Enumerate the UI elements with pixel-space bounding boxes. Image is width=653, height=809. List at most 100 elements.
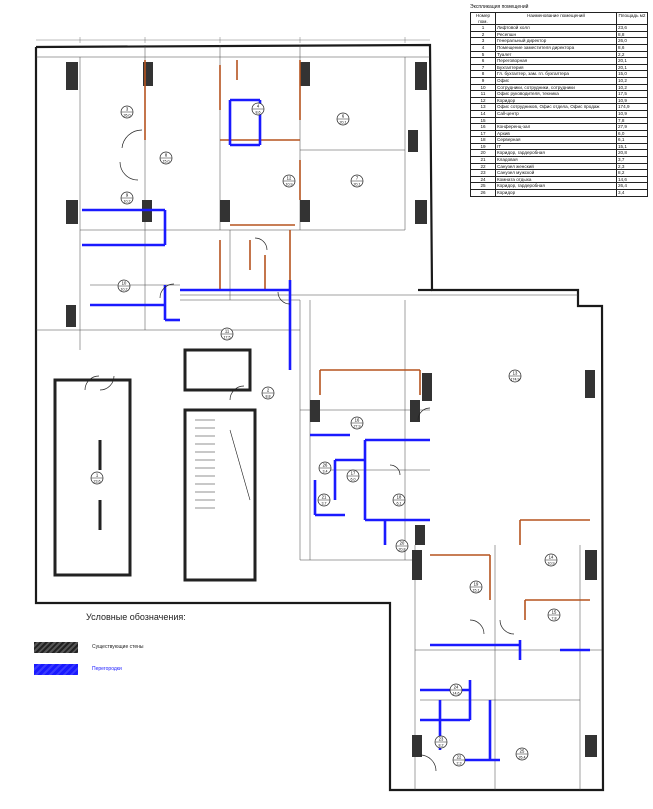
room-name: Бухгалтерия: [495, 63, 617, 72]
partition-label: Перегородки: [92, 666, 122, 672]
existing-walls: [144, 60, 590, 620]
room-area: 8,2: [616, 169, 648, 177]
room-marker-area: 14,6: [453, 691, 460, 695]
room-marker-area: 20,1: [354, 182, 361, 186]
room-name: Лифтовой холл: [495, 24, 617, 32]
wall-swatch: [34, 641, 78, 653]
plan-legend: Условные обозначения: Существующие стены…: [34, 612, 186, 680]
room-marker-number: 8: [165, 153, 168, 158]
room-marker-area: 10,9: [548, 561, 555, 565]
room-number: 22: [470, 162, 496, 171]
room-area: 17,5: [616, 90, 648, 98]
room-marker-number: 22: [457, 755, 462, 760]
room-name: Туалет: [495, 50, 617, 59]
room-area: 3,7: [616, 156, 648, 164]
plan-legend-title: Условные обозначения:: [86, 612, 186, 622]
room-marker-area: 6,1: [397, 501, 402, 505]
room-marker-area: 27,9: [354, 424, 361, 428]
room-number: 17: [470, 129, 496, 138]
room-number: 21: [470, 156, 496, 164]
room-number: 8: [470, 70, 496, 78]
room-marker-area: 8,2: [439, 743, 444, 747]
room-number: 5: [470, 50, 496, 59]
room-number: 2: [470, 30, 496, 39]
room-name: Генеральный директор: [495, 37, 617, 45]
room-number: 24: [470, 175, 496, 184]
room-marker-22: 222,3: [452, 753, 466, 767]
room-number: 25: [470, 182, 496, 191]
room-area: 6,0: [616, 129, 648, 138]
room-marker-21: 213,7: [317, 493, 331, 507]
room-marker-area: 7,8: [552, 616, 557, 620]
room-marker-number: 23: [439, 737, 444, 742]
room-schedule: Экспликация помещений Номер пом. Наимено…: [470, 4, 648, 197]
room-marker-area: 15,1: [473, 588, 480, 592]
room-name: Коридор, гардеробная: [495, 149, 617, 158]
room-marker-number: 26: [323, 463, 328, 468]
room-area: 2,3: [616, 162, 648, 171]
room-marker-3: 326,0: [120, 105, 134, 119]
stair-core: [53, 348, 257, 582]
room-marker-number: 11: [225, 329, 230, 334]
partition-swatch: [34, 663, 78, 675]
room-number: 15: [470, 116, 496, 125]
room-markers: 326,0123,6815,0910,21010,248,61210,9620,…: [90, 102, 561, 767]
room-marker-number: 6: [342, 114, 345, 119]
room-marker-area: 20,8: [399, 547, 406, 551]
room-name: Серверная: [495, 136, 617, 144]
room-marker-2: 28,8: [261, 386, 275, 400]
room-number: 10: [470, 83, 496, 92]
room-marker-area: 174,9: [511, 377, 520, 381]
room-name: Коридор: [495, 96, 617, 105]
room-marker-number: 13: [513, 371, 518, 376]
room-name: Коридор: [495, 189, 617, 197]
room-number: 13: [470, 103, 496, 111]
room-marker-area: 8,6: [256, 110, 261, 114]
room-marker-area: 17,5: [224, 335, 231, 339]
room-area: 20,1: [616, 63, 648, 72]
room-area: 26,0: [616, 37, 648, 45]
room-marker-area: 3,4: [323, 469, 328, 473]
room-marker-4: 48,6: [251, 102, 265, 116]
room-marker-number: 4: [257, 104, 260, 109]
room-marker-area: 3,7: [322, 501, 327, 505]
room-number: 7: [470, 63, 496, 72]
room-schedule-header: Номер пом. Наименование помещений Площад…: [470, 11, 648, 26]
room-number: 20: [470, 149, 496, 158]
room-marker-number: 19: [474, 582, 479, 587]
room-number: 14: [470, 109, 496, 118]
room-schedule-title: Экспликация помещений: [470, 4, 529, 10]
room-area: 3,4: [616, 189, 648, 197]
room-marker-area: 10,2: [124, 199, 131, 203]
room-area: 15,0: [616, 70, 648, 78]
room-marker-number: 21: [322, 495, 327, 500]
room-name: Офис: [495, 76, 617, 85]
room-name: Кладовая: [495, 156, 617, 164]
room-name: Ресепшн: [495, 30, 617, 39]
room-marker-23: 238,2: [434, 735, 448, 749]
room-marker-15: 157,8: [547, 608, 561, 622]
room-marker-area: 15,0: [163, 159, 170, 163]
room-marker-area: 6,0: [351, 477, 356, 481]
room-name: [495, 116, 617, 125]
room-number: 4: [470, 43, 496, 52]
room-number: 6: [470, 57, 496, 65]
room-area: 23,6: [616, 24, 648, 32]
room-number: 12: [470, 96, 496, 105]
dimension-line: [36, 37, 430, 43]
